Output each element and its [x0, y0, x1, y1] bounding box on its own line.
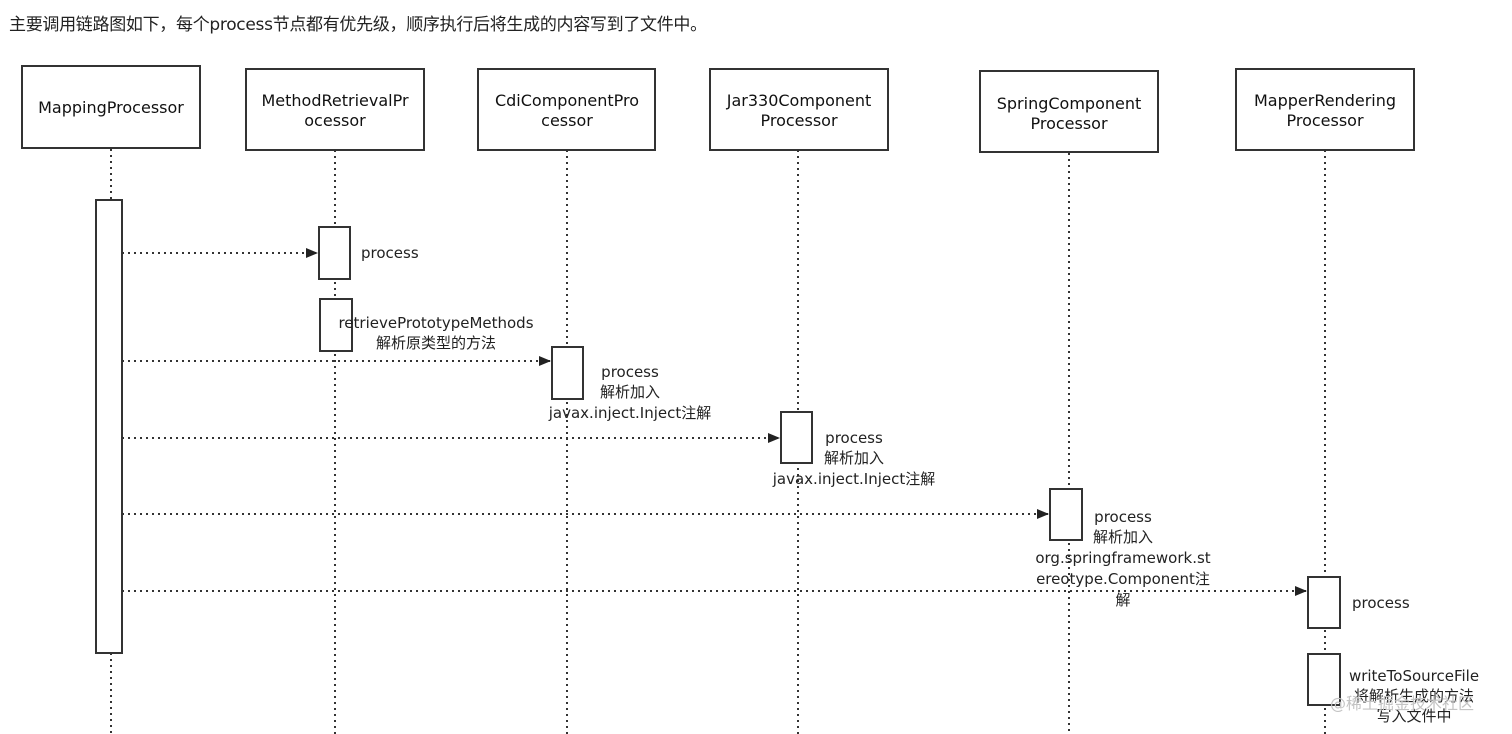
activation-method-process: [318, 226, 351, 280]
activation-method-retrieve: [319, 298, 353, 352]
message-label-method: process: [361, 244, 419, 262]
activation-jar330: [780, 411, 813, 464]
activation-mapper-write: [1307, 653, 1341, 706]
activation-mapping: [95, 199, 123, 654]
activation-cdi: [551, 346, 584, 400]
participant-box-mapper: [1235, 68, 1415, 151]
intro-text: 主要调用链路图如下，每个process节点都有优先级，顺序执行后将生成的内容写到…: [9, 15, 707, 35]
message-label-mapper: process: [1352, 594, 1410, 612]
watermark: @稀土掘金技术社区: [1330, 694, 1474, 713]
activation-mapper-process: [1307, 576, 1341, 629]
participant-box-mapping: [21, 65, 201, 149]
participant-label-mapping: MappingProcessor: [38, 98, 184, 117]
activation-spring: [1049, 488, 1083, 541]
participant-box-cdi: [477, 68, 656, 151]
participant-box-method: [245, 68, 425, 151]
participant-box-spring: [979, 70, 1159, 153]
participant-box-jar330: [709, 68, 889, 151]
